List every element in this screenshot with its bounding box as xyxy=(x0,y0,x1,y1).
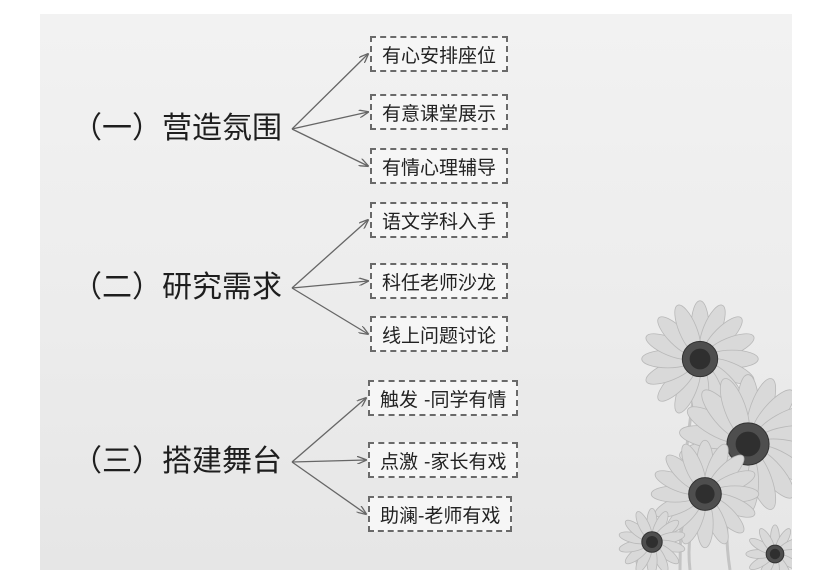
sunflower-3 xyxy=(650,439,760,549)
group-1-item-2: 有意课堂展示 xyxy=(370,94,509,130)
group-3-item-3: 助澜-老师有戏 xyxy=(368,496,513,532)
diagram-canvas: （一）营造氛围 （二）研究需求 （三）搭建舞台 有心安排座位 有意课堂展示 有情… xyxy=(40,14,792,570)
arrow-layer xyxy=(291,14,792,570)
group-3-item-1: 触发 -同学有情 xyxy=(368,380,519,416)
group-3-item-2: 点激 -家长有戏 xyxy=(368,442,519,478)
arrow-group-3-item-3 xyxy=(291,461,366,514)
arrow-group-2-item-1 xyxy=(291,220,368,289)
sunflower-decoration xyxy=(618,300,792,570)
group-1-item-3: 有情心理辅导 xyxy=(370,148,509,184)
group-1-heading: （一）营造氛围 xyxy=(72,111,282,146)
group-2-item-3: 线上问题讨论 xyxy=(370,316,509,352)
arrow-group-2-item-3 xyxy=(291,287,368,334)
group-2-item-1: 语文学科入手 xyxy=(370,202,509,238)
group-2-item-2: 科任老师沙龙 xyxy=(370,263,509,299)
arrow-group-2-item-2 xyxy=(291,281,368,289)
arrow-group-3-item-2 xyxy=(291,460,366,462)
group-2-heading: （二）研究需求 xyxy=(72,270,282,305)
group-3-heading: （三）搭建舞台 xyxy=(72,444,282,479)
sunflower-5 xyxy=(745,524,792,570)
group-1-item-1: 有心安排座位 xyxy=(370,36,509,72)
arrow-group-1-item-1 xyxy=(291,54,368,130)
sunflower-4 xyxy=(618,507,686,570)
arrow-group-3-item-1 xyxy=(291,398,366,463)
arrow-group-1-item-3 xyxy=(291,128,368,166)
arrow-group-1-item-2 xyxy=(291,112,368,130)
